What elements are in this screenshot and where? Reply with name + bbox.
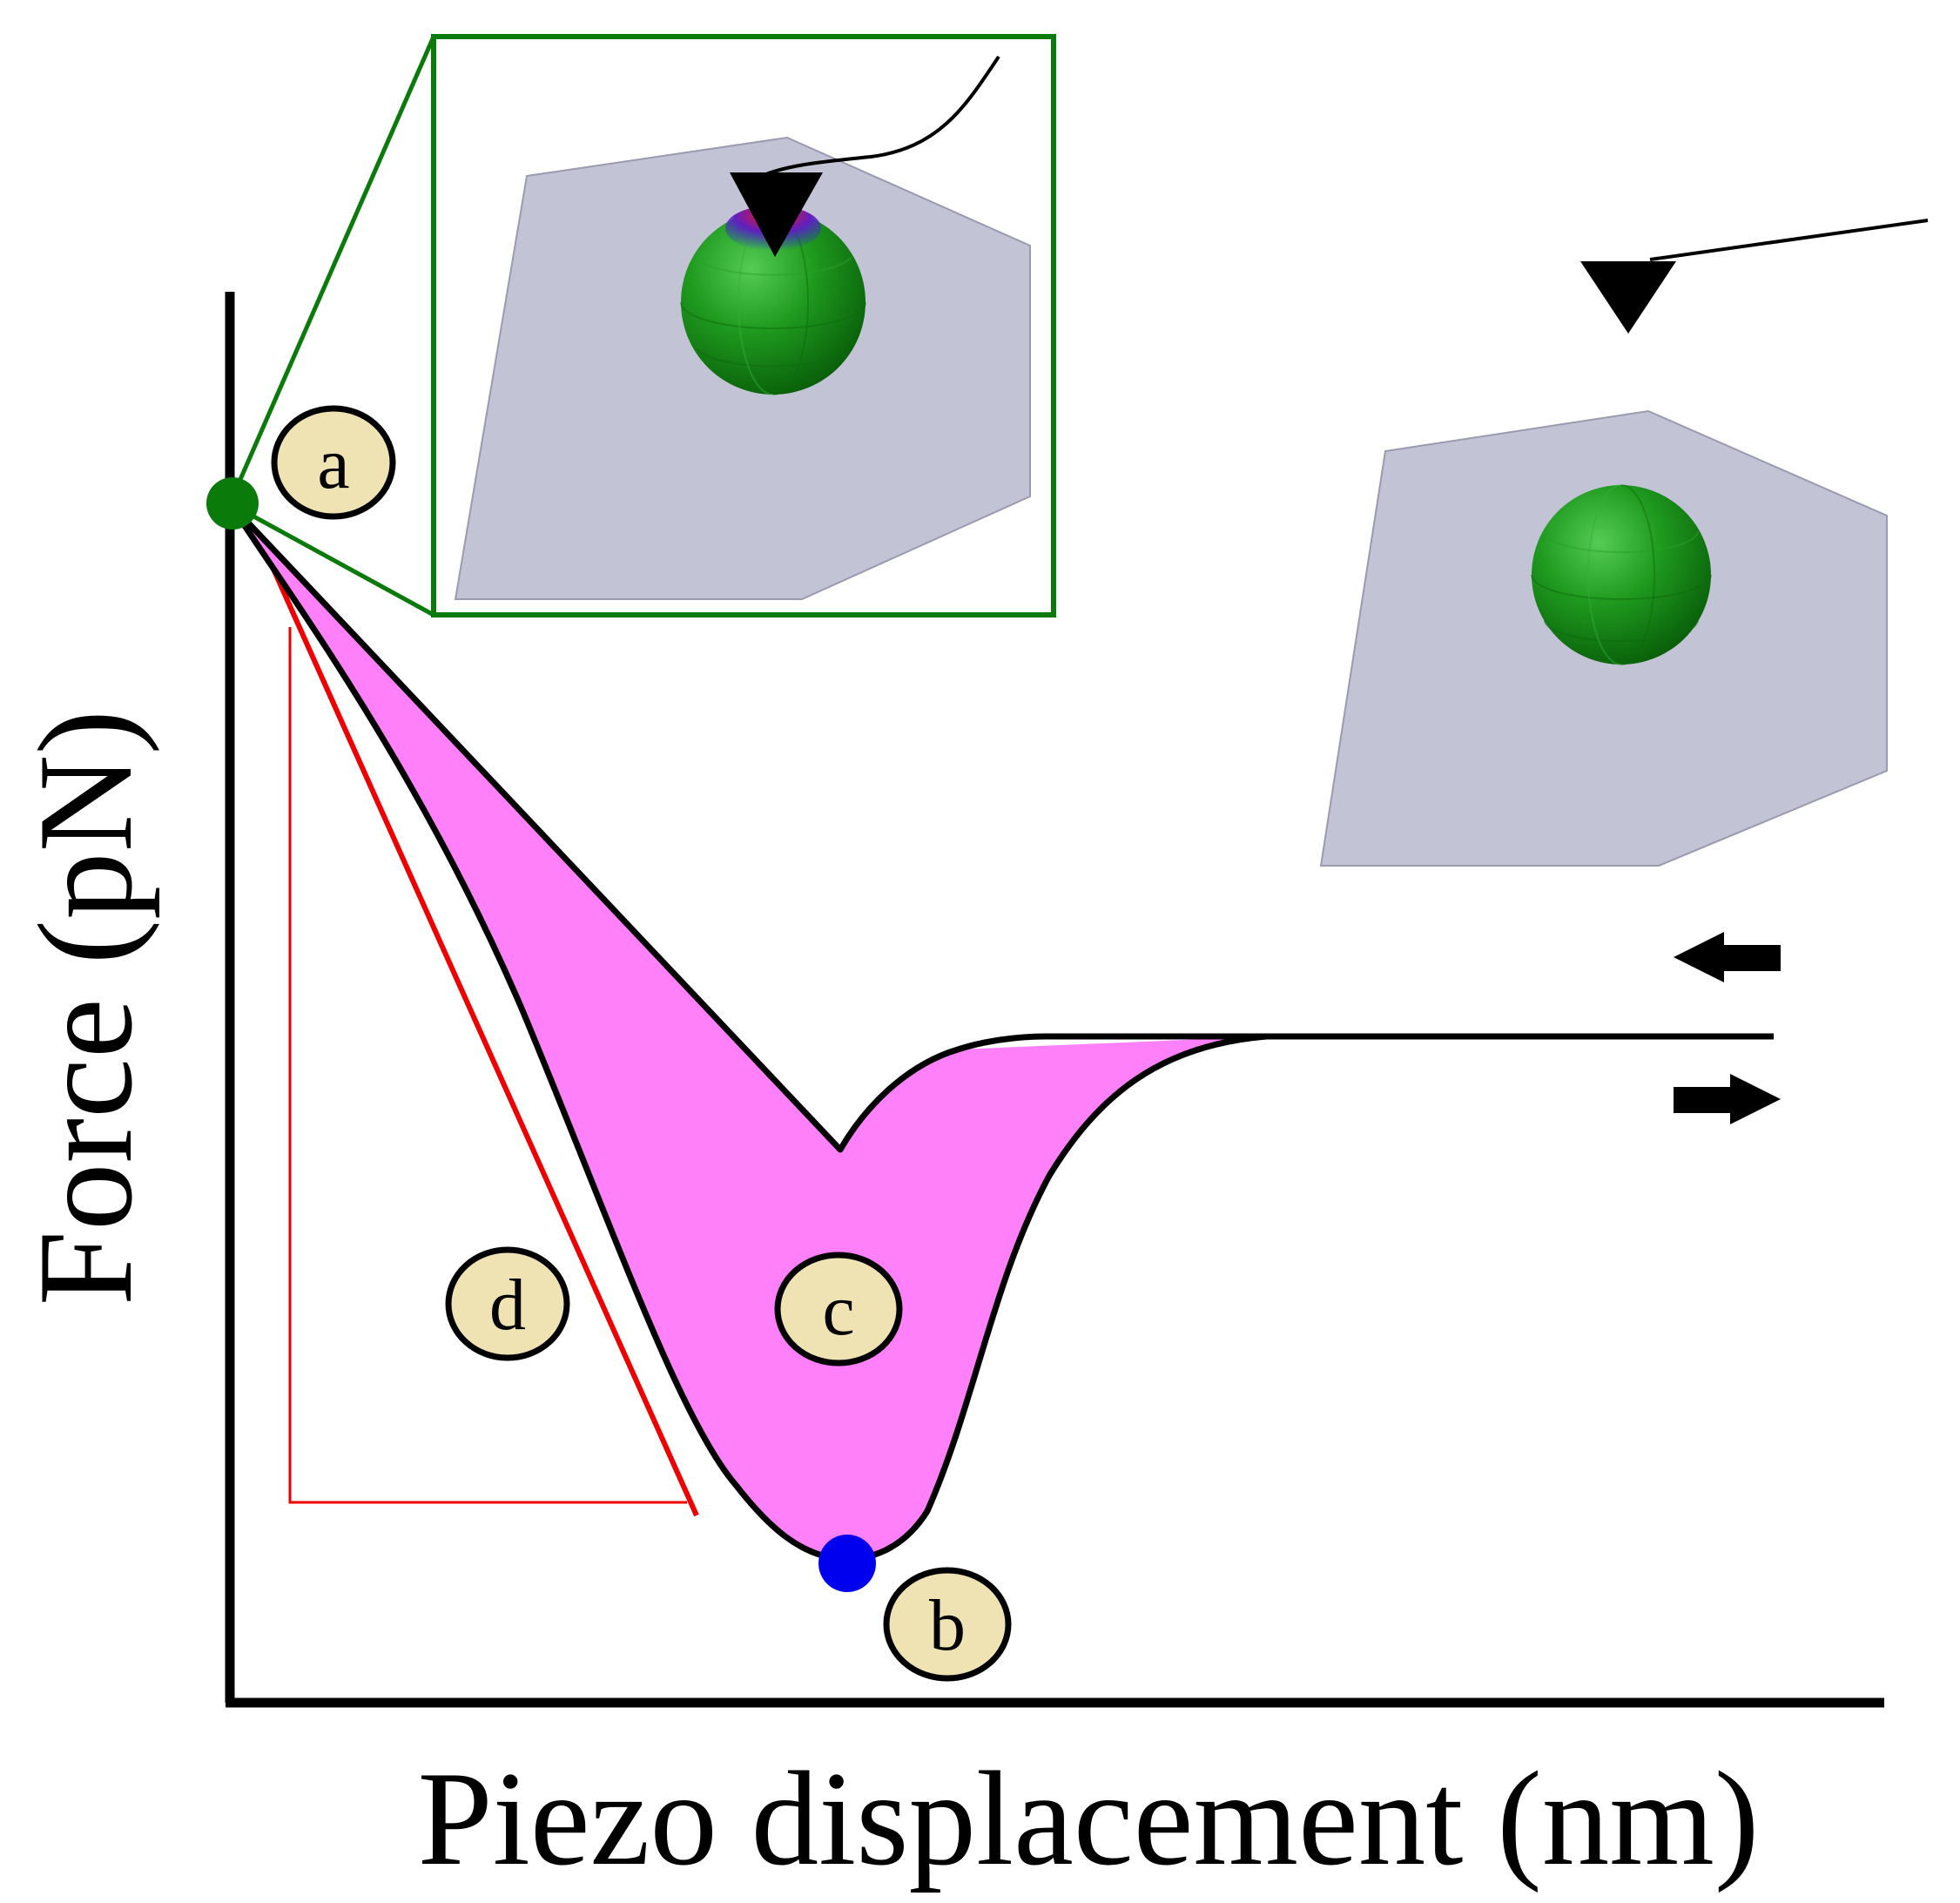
scene-tip-icon [1580, 261, 1676, 334]
badge-c-label: c [822, 1270, 854, 1351]
force-curve-chart: a d c b Force (pN) Piezo displacement (n… [10, 292, 1884, 1893]
arrow-left-icon [1674, 932, 1781, 982]
y-axis-title: Force (pN) [10, 710, 160, 1306]
arrow-right-icon [1674, 1074, 1781, 1124]
rupture-point [818, 1535, 876, 1592]
badge-b: b [883, 1567, 1012, 1682]
scene-sphere [1531, 484, 1712, 665]
contact-point [206, 477, 259, 530]
badge-c: c [774, 1252, 903, 1367]
badge-d-label: d [489, 1265, 526, 1346]
badge-a-label: a [317, 423, 349, 504]
zoom-line-bottom [228, 501, 435, 617]
badge-d: d [445, 1246, 570, 1361]
inset-frame [431, 34, 1056, 617]
retract-curve [227, 502, 1268, 1562]
scene-tip-above-sphere [1319, 219, 1929, 867]
slope-line [259, 540, 699, 1517]
inset-tip-icon [730, 172, 823, 257]
inset-zoom [227, 34, 1056, 617]
badge-a: a [271, 405, 396, 520]
badge-b-label: b [929, 1585, 966, 1666]
approach-curve [227, 501, 1774, 1153]
adhesion-area [230, 503, 1267, 1559]
slope-triangle [288, 627, 687, 1504]
zoom-line-top [227, 35, 436, 505]
x-axis-title: Piezo displacement (nm) [418, 1744, 1760, 1893]
scene-cantilever [1649, 219, 1929, 261]
inset-cantilever [757, 55, 1000, 179]
